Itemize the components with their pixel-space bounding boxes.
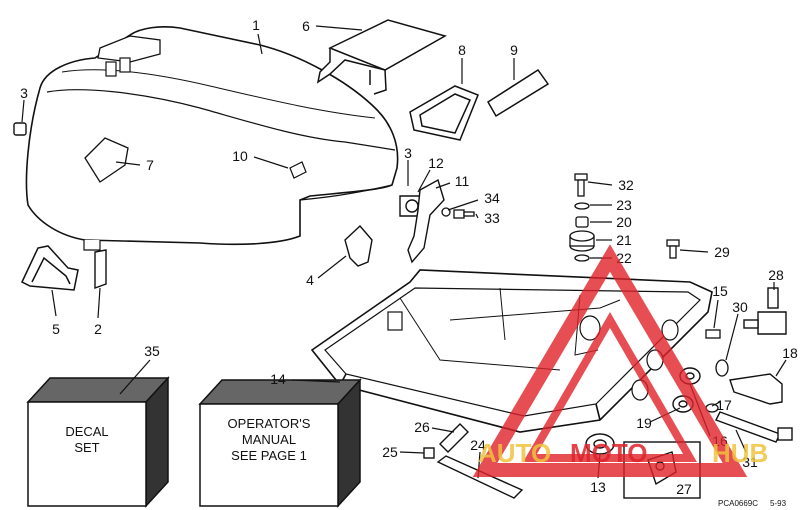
label-21: 21 — [616, 232, 632, 248]
label-34: 34 — [484, 190, 500, 206]
manual-box-line1: OPERATOR'S — [228, 416, 311, 431]
decal-box-line2: SET — [74, 440, 99, 455]
label-7: 7 — [146, 157, 154, 173]
label-9: 9 — [510, 42, 518, 58]
part-8-frame — [409, 85, 479, 141]
label-5: 5 — [52, 321, 60, 337]
operators-manual-box — [198, 378, 362, 508]
part-18-handle — [729, 373, 783, 405]
part-9-strip — [486, 68, 550, 118]
label-1: 1 — [252, 17, 260, 33]
label-27: 27 — [676, 481, 692, 497]
part-22-washer — [574, 254, 590, 262]
label-23: 23 — [616, 197, 632, 213]
decal-set-box — [26, 376, 170, 508]
lower-pan — [310, 269, 713, 433]
part-labels: 1 2 3 3 4 5 6 7 8 9 10 11 12 13 14 15 16… — [20, 17, 798, 497]
decal-box-line1: DECAL — [65, 424, 108, 439]
part-33-screw — [453, 209, 475, 219]
label-26: 26 — [414, 419, 430, 435]
label-33: 33 — [484, 210, 500, 226]
watermark-text: AUTO MOTO HUB — [478, 438, 768, 468]
label-17: 17 — [716, 397, 732, 413]
label-2: 2 — [94, 321, 102, 337]
part-26-rubber — [439, 423, 469, 453]
label-28: 28 — [768, 267, 784, 283]
part-11-arm — [407, 178, 445, 264]
label-11: 11 — [455, 173, 470, 189]
part-5-handle — [21, 245, 79, 291]
part-4-clip — [344, 224, 373, 267]
label-15: 15 — [712, 283, 728, 299]
watermark-word-3: HUB — [712, 438, 768, 468]
part-6-plate — [316, 19, 447, 95]
label-14: 14 — [270, 371, 286, 387]
part-23-washer — [574, 202, 590, 210]
label-25: 25 — [382, 444, 398, 460]
part-3-plug — [13, 122, 27, 136]
label-19: 19 — [636, 415, 652, 431]
watermark-logo — [472, 244, 748, 477]
label-10: 10 — [232, 148, 248, 164]
label-8: 8 — [458, 42, 466, 58]
manual-box-line2: MANUAL — [242, 432, 296, 447]
drawing-code: PCA0669C — [718, 499, 758, 508]
motor-cover — [25, 26, 399, 251]
label-3-center: 3 — [404, 145, 412, 161]
part-21-grommet — [569, 230, 595, 252]
part-29-screw — [666, 239, 680, 259]
part-31-rod — [715, 411, 793, 443]
label-3-left: 3 — [20, 85, 28, 101]
label-35: 35 — [144, 343, 160, 359]
watermark-word-2: MOTO — [570, 438, 648, 468]
part-2-bracket — [94, 249, 107, 289]
part-25-plug — [423, 447, 435, 459]
label-31: 31 — [742, 454, 758, 470]
part-30-washer — [715, 359, 729, 377]
label-20: 20 — [616, 214, 632, 230]
part-28-lever — [743, 287, 787, 335]
date-code: 5-93 — [770, 499, 787, 508]
part-20-spacer — [575, 216, 589, 228]
label-4: 4 — [306, 272, 314, 288]
label-18: 18 — [782, 345, 798, 361]
part-32-bolt — [574, 173, 588, 197]
label-6: 6 — [302, 18, 310, 34]
label-24: 24 — [470, 437, 486, 453]
manual-box-line3: SEE PAGE 1 — [231, 448, 307, 463]
label-13: 13 — [590, 479, 606, 495]
label-29: 29 — [714, 244, 730, 260]
label-32: 32 — [618, 177, 634, 193]
label-30: 30 — [732, 299, 748, 315]
label-12: 12 — [428, 155, 444, 171]
part-15-pin — [705, 329, 721, 339]
watermark-word-1: AUTO — [478, 438, 551, 468]
